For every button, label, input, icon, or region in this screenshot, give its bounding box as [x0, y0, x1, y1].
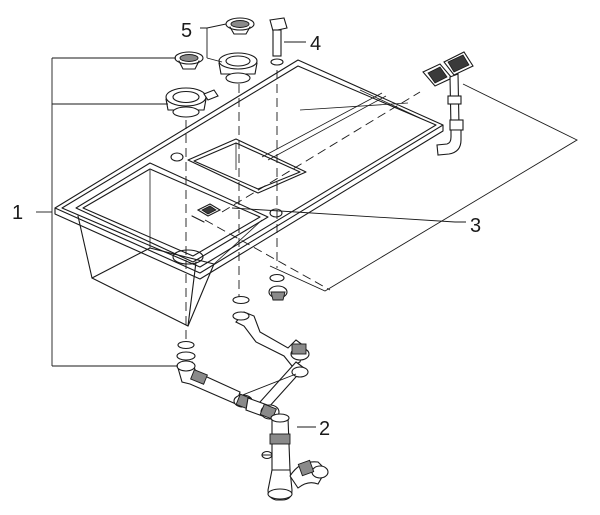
- callout-leaders: [36, 23, 466, 428]
- overflow-hose: [269, 83, 578, 292]
- overflow-kit: [422, 51, 474, 156]
- callout-3: 3: [470, 215, 481, 237]
- assembly-axes: [185, 70, 421, 345]
- callout-1: 1: [12, 202, 23, 224]
- drain-trap: [176, 311, 329, 501]
- strainer-basket-large: [174, 51, 204, 70]
- waste-outlet-secondary: [218, 52, 258, 84]
- callout-4: 4: [310, 33, 321, 55]
- strainer-basket-small: [225, 17, 255, 35]
- callout-labels: 1 2 3 4 5: [12, 20, 481, 440]
- callout-2: 2: [319, 418, 330, 440]
- callout-5: 5: [181, 20, 192, 42]
- sink-basin: [54, 59, 444, 327]
- pop-up-valve: [269, 17, 288, 66]
- under-sink-seals: [176, 273, 288, 361]
- waste-outlet-main: [165, 87, 219, 118]
